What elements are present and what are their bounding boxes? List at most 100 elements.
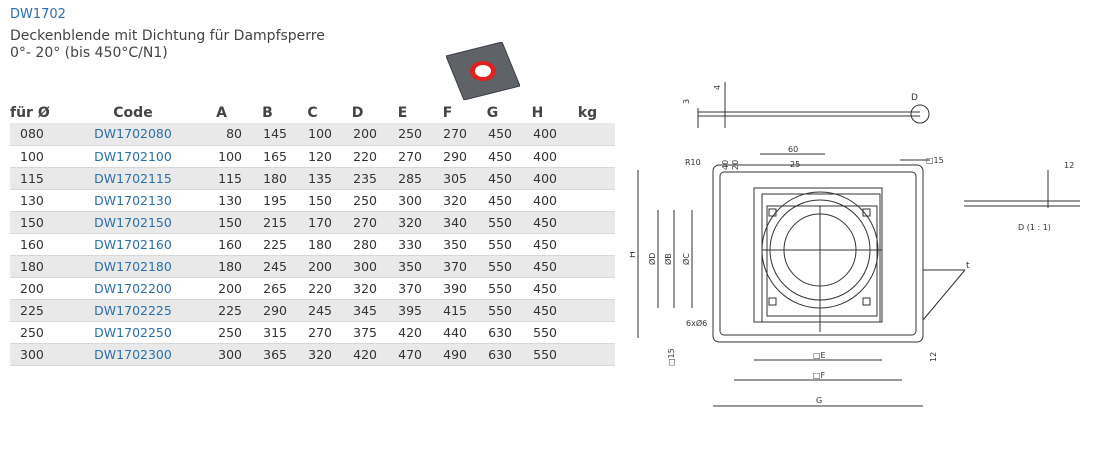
cell-g: 450 xyxy=(470,145,515,168)
cell-d: 375 xyxy=(335,321,380,344)
col-header-b: B xyxy=(262,105,273,121)
cell-b: 265 xyxy=(245,277,290,300)
cell-e: 395 xyxy=(380,299,425,322)
cell-a: 100 xyxy=(198,145,245,168)
cell-a: 200 xyxy=(198,277,245,300)
cell-d: 200 xyxy=(335,123,380,146)
cell-kg xyxy=(560,145,615,168)
col-header-d: D xyxy=(351,105,364,121)
cell-f: 440 xyxy=(425,321,470,344)
cell-diameter: 200 xyxy=(10,277,68,300)
cell-d: 280 xyxy=(335,233,380,256)
cell-b: 195 xyxy=(245,189,290,212)
cell-b: 290 xyxy=(245,299,290,322)
dim-label-diameter-d: ØD xyxy=(647,253,657,265)
dim-label-diameter-b: ØB xyxy=(663,253,673,265)
cell-c: 220 xyxy=(290,277,335,300)
cell-c: 200 xyxy=(290,255,335,278)
dim-label-60: 60 xyxy=(788,145,798,154)
cell-c: 135 xyxy=(290,167,335,190)
dim-label-f: □F xyxy=(813,371,826,380)
cell-c: 180 xyxy=(290,233,335,256)
dim-label-h: H xyxy=(630,251,638,258)
cell-kg xyxy=(560,343,615,366)
technical-drawing: 3 4 D 60 25 40 20 R10 □15 H ØD ØB ØC t 6… xyxy=(630,82,1080,407)
cell-a: 115 xyxy=(198,167,245,190)
cell-kg xyxy=(560,321,615,344)
cell-e: 300 xyxy=(380,189,425,212)
cell-a: 160 xyxy=(198,233,245,256)
cell-g: 550 xyxy=(470,255,515,278)
cell-f: 390 xyxy=(425,277,470,300)
cell-d: 235 xyxy=(335,167,380,190)
cell-g: 630 xyxy=(470,343,515,366)
cell-a: 80 xyxy=(198,123,245,146)
dim-label-t: t xyxy=(966,261,970,271)
cell-c: 320 xyxy=(290,343,335,366)
cell-b: 215 xyxy=(245,211,290,234)
cell-b: 145 xyxy=(245,123,290,146)
dim-label-sq15-left: □15 xyxy=(667,348,676,366)
cell-c: 270 xyxy=(290,321,335,344)
cell-e: 420 xyxy=(380,321,425,344)
cell-h: 400 xyxy=(515,123,560,146)
cell-g: 450 xyxy=(470,189,515,212)
cell-d: 250 xyxy=(335,189,380,212)
col-header-g: G xyxy=(486,105,499,121)
cell-g: 450 xyxy=(470,167,515,190)
cell-code: DW1702150 xyxy=(68,211,198,234)
col-header-kg: kg xyxy=(577,105,598,121)
cell-b: 180 xyxy=(245,167,290,190)
cell-a: 225 xyxy=(198,299,245,322)
cell-diameter: 300 xyxy=(10,343,68,366)
cell-h: 450 xyxy=(515,299,560,322)
cell-f: 290 xyxy=(425,145,470,168)
dim-label-25: 25 xyxy=(790,160,800,169)
cell-code: DW1702160 xyxy=(68,233,198,256)
cell-e: 250 xyxy=(380,123,425,146)
cell-f: 320 xyxy=(425,189,470,212)
cell-diameter: 080 xyxy=(10,123,68,146)
col-header-c: C xyxy=(307,105,318,121)
cell-diameter: 250 xyxy=(10,321,68,344)
dim-label-e: □E xyxy=(813,351,826,360)
cell-kg xyxy=(560,211,615,234)
cell-code: DW1702080 xyxy=(68,123,198,146)
cell-a: 250 xyxy=(198,321,245,344)
cell-b: 165 xyxy=(245,145,290,168)
cell-c: 120 xyxy=(290,145,335,168)
dim-label-r10: R10 xyxy=(685,158,701,167)
cell-h: 400 xyxy=(515,145,560,168)
product-title: Deckenblende mit Dichtung für Dampfsperr… xyxy=(10,28,325,44)
detail-dim-label-12: 12 xyxy=(1064,161,1074,170)
cell-diameter: 130 xyxy=(10,189,68,212)
cell-e: 285 xyxy=(380,167,425,190)
cell-kg xyxy=(560,255,615,278)
col-header-a: A xyxy=(216,105,227,121)
cell-code: DW1702225 xyxy=(68,299,198,322)
cell-code: DW1702100 xyxy=(68,145,198,168)
cell-f: 270 xyxy=(425,123,470,146)
cell-h: 400 xyxy=(515,189,560,212)
dim-label-diameter-c: ØC xyxy=(681,253,691,265)
cell-kg xyxy=(560,299,615,322)
cell-a: 150 xyxy=(198,211,245,234)
cell-diameter: 115 xyxy=(10,167,68,190)
cell-diameter: 160 xyxy=(10,233,68,256)
cell-kg xyxy=(560,233,615,256)
cell-c: 150 xyxy=(290,189,335,212)
cell-d: 220 xyxy=(335,145,380,168)
cell-d: 270 xyxy=(335,211,380,234)
cell-c: 170 xyxy=(290,211,335,234)
dim-label-12-right: 12 xyxy=(929,352,938,362)
cell-g: 630 xyxy=(470,321,515,344)
col-header-code: Code xyxy=(113,105,153,121)
cell-e: 370 xyxy=(380,277,425,300)
